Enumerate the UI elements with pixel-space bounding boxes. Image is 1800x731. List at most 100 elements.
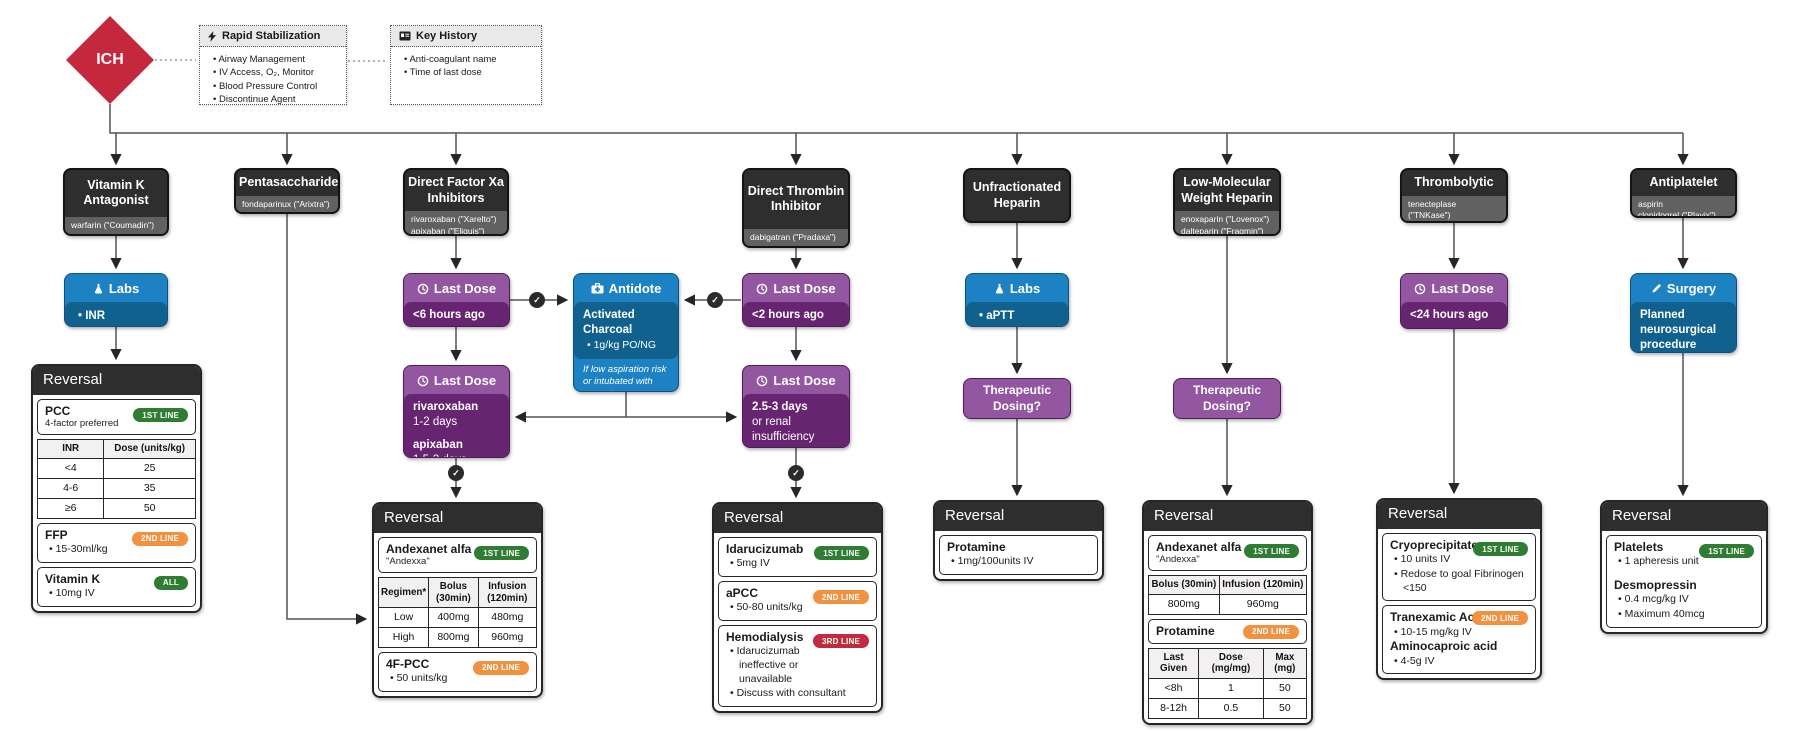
table-cell: 400mg [428,606,479,628]
header-title: Direct Thrombin Inhibitor [747,183,845,214]
header-title: Low-Molecular Weight Heparin [1181,175,1273,205]
question-label: Therapeutic Dosing? [1192,382,1261,413]
drug-name: Vitamin K [45,571,101,586]
table-cell: 50 [1262,677,1308,699]
drug-name: enoxaparin ("Lovenox") [1181,214,1270,225]
rapid-stabilization-box: Rapid Stabilization Airway Management IV… [199,25,347,105]
reversal-title: Reversal [1378,500,1540,529]
table-cell: 8-12h [1147,697,1200,719]
protamine-dose-table: Last Given Dose (mg/mg) Max (mg) <8h 1 5… [1147,648,1308,719]
line-badge: 2ND LINE [472,660,529,675]
last-dose-xa-recent: Last Dose <6 hours ago [403,273,510,327]
header-drugs: tenecteplase ("TNKase") alteplase ("TPA"… [1402,195,1506,221]
table-cell: 960mg [1218,593,1308,615]
key-history-header: Key History [391,26,541,47]
header-title: Antiplatelet [1649,175,1718,189]
drug-subtitle: "Andexxa" [1156,554,1200,566]
last-dose-title: Last Dose [433,373,497,388]
line-badge: ALL [153,575,188,590]
reversal-section-andexanet: Andexanet alfa "Andexxa" 1ST LINE [1148,535,1307,572]
header-drugs: dabigatran ("Pradaxa") [744,228,848,246]
key-history-items: Anti-coagulant name Time of last dose [391,47,541,86]
drug-name: apixaban [413,438,463,451]
last-dose-body: rivaroxaban 1-2 days apixaban 1.5-3 days [404,394,509,457]
drug-dose: 0.4 mcg/kg IV [1614,593,1754,607]
table-row: <8h 1 50 [1147,677,1308,699]
table-header: Dose (mg/mg) [1198,648,1264,679]
clock-icon [1414,283,1426,295]
clock-icon [417,375,429,387]
labs-header: Labs [65,274,167,302]
line-badge: 1ST LINE [1699,544,1754,558]
reversal-section-pcc: PCC 4-factor preferred 1ST LINE [37,399,196,436]
table-header: Dose (units/kg) [103,439,196,459]
drug-dose: 10mg IV [45,587,188,601]
drug-name: FFP [45,527,68,542]
drug-dose: Maximum 40mcg [1614,608,1754,622]
check-circle-icon: ✓ [788,465,804,481]
table-cell: 50 [103,497,196,519]
therapeutic-dosing-question-lmwh: Therapeutic Dosing? [1173,378,1281,419]
antidote-title: Antidote [608,281,662,296]
reversal-title: Reversal [33,366,200,395]
drug-name: Aminocaproic acid [1390,639,1498,654]
table-row: ≥6 50 [36,497,196,519]
header-title: Unfractionated Heparin [972,179,1062,210]
reversal-title: Reversal [935,502,1102,531]
line-badge: 2ND LINE [1242,624,1299,639]
reversal-section-4fpcc: 4F-PCC 50 units/kg 2ND LINE [378,651,537,692]
header-direct-thrombin: Direct Thrombin Inhibitor dabigatran ("P… [742,168,850,248]
drug-dose: 4-5g IV [1390,655,1528,669]
drug-name: warfarin ("Coumadin") [71,219,155,230]
header-thrombolytic: Thrombolytic tenecteplase ("TNKase") alt… [1400,168,1508,223]
line-badge: 2ND LINE [812,590,869,605]
drug-subtitle: 4-factor preferred [45,418,119,430]
table-cell: 50 [1262,697,1308,719]
check-circle-icon: ✓ [448,465,464,481]
flask-icon [93,283,104,294]
lightning-icon [208,30,217,42]
reversal-title: Reversal [714,504,881,533]
reversal-thrombolytic: Reversal Cryoprecipitate 10 units IV Red… [1376,498,1542,681]
header-title: Vitamin K Antagonist [83,177,149,208]
key-history-title: Key History [416,30,478,42]
reversal-section-hemodialysis: Hemodialysis Idarucizumab ineffective or… [718,625,877,708]
drug-name: tenecteplase ("TNKase") [1408,198,1457,221]
first-aid-kit-icon [591,283,604,294]
drug-name: PCC [45,404,71,418]
reversal-title: Reversal [1602,502,1766,531]
line-badge: 2ND LINE [1471,611,1528,626]
last-dose-header: Last Dose [404,274,509,302]
line-badge: 3RD LINE [812,634,869,649]
table-header: Bolus (30min) [428,577,479,608]
check-glyph: ✓ [792,468,800,478]
line-badge: 1ST LINE [474,546,529,560]
last-dose-dti-recent: Last Dose <2 hours ago [742,273,850,327]
line-badge: 2ND LINE [131,531,188,546]
drug-name: aspirin [1638,198,1664,209]
clock-icon [417,283,429,295]
last-dose-title: Last Dose [433,281,497,296]
last-dose-value: <6 hours ago [404,302,509,326]
table-cell: 800mg [428,626,479,648]
line-badge: 1ST LINE [133,408,188,422]
table-row: 4-6 35 [36,477,196,499]
table-row: <4 25 [36,457,196,479]
table-cell: ≥6 [36,497,105,519]
surgery-title: Surgery [1666,281,1717,296]
therapeutic-dosing-question-ufh: Therapeutic Dosing? [963,378,1071,419]
labs-body: INR [65,302,167,326]
list-item: Time of last dose [400,67,532,79]
surgery-header: Surgery [1631,274,1736,302]
header-drugs: fondaparinux ("Arixtra") [236,195,338,212]
table-row: High 800mg 960mg [377,626,538,648]
table-header: Max (mg) [1262,648,1308,679]
table-row: 800mg 960mg [1148,593,1308,615]
table-cell: 4-6 [36,477,105,499]
drug-name: Protamine [947,540,1006,554]
last-dose-header: Last Dose [404,366,509,394]
drug-name: Protamine [1156,623,1215,638]
table-header: INR [36,439,105,459]
ich-start-node: ICH [62,12,158,108]
drug-name: dabigatran ("Pradaxa") [750,231,836,242]
